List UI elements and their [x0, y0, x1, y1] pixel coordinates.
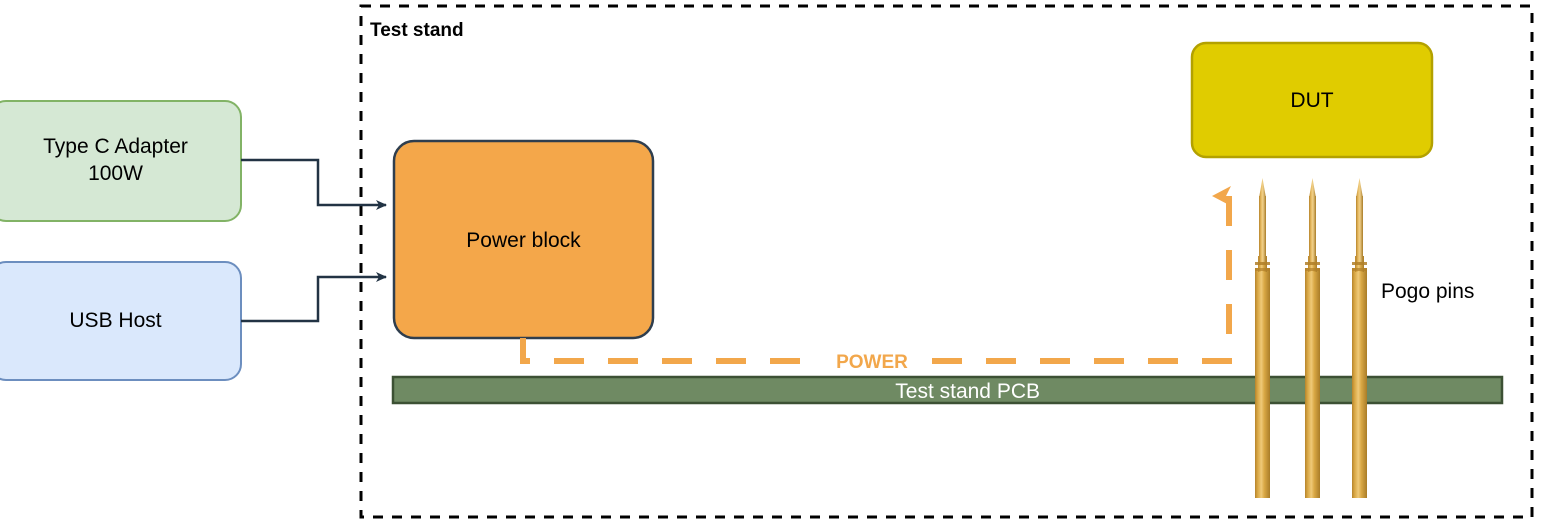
test-stand-boundary [359, 4, 1534, 519]
connector-typec-to-power [241, 158, 387, 210]
dut-box[interactable] [1190, 41, 1434, 159]
dut-label: DUT [1290, 89, 1334, 112]
type-c-adapter-label-line2: 100W [88, 162, 143, 185]
power-net-label: POWER [822, 351, 922, 375]
connector-usb-to-power [241, 272, 387, 323]
test-stand-title: Test stand [370, 20, 464, 41]
pogo-pins-label: Pogo pins [1381, 280, 1475, 303]
pogo-pin-1 [1255, 178, 1270, 498]
test-stand-pcb-label: Test stand PCB [895, 380, 1040, 403]
pogo-pin-3 [1352, 178, 1367, 498]
usb-host-label: USB Host [69, 309, 162, 332]
pogo-pin-2 [1305, 178, 1320, 498]
type-c-adapter-label-line1: Type C Adapter [43, 135, 188, 158]
power-net-line [520, 186, 1232, 364]
power-block-label: Power block [466, 229, 581, 252]
